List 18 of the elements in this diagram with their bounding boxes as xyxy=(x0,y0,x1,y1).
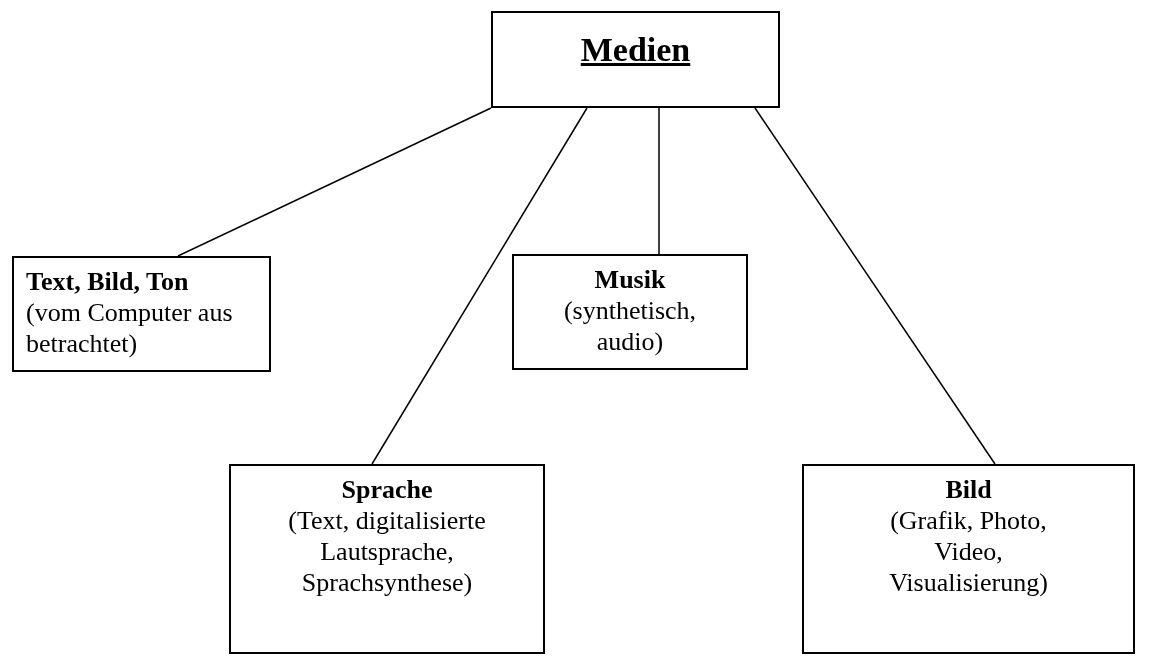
connector-line xyxy=(658,107,660,255)
box-description: (vom Computer aus betrachtet) xyxy=(26,297,234,359)
text-box xyxy=(491,11,780,108)
box-heading: Text, Bild, Ton xyxy=(26,266,189,297)
box-heading: Bild xyxy=(945,474,992,505)
box-description: (Grafik, Photo, Video, Visualisierung) xyxy=(888,505,1049,598)
box-heading: Musik xyxy=(594,264,666,295)
text-box xyxy=(229,464,545,654)
box-heading: Medien xyxy=(580,30,691,70)
text-box xyxy=(12,256,271,372)
box-description: (synthetisch, audio) xyxy=(562,295,698,357)
text-box xyxy=(802,464,1135,654)
connector-line xyxy=(754,107,996,465)
box-description: (Text, digitalisierte Lautsprache, Sprachsynthese) xyxy=(287,505,487,598)
text-box xyxy=(512,254,748,370)
connector-line xyxy=(371,107,588,465)
box-heading: Sprache xyxy=(341,474,433,505)
connector-line xyxy=(177,107,492,257)
